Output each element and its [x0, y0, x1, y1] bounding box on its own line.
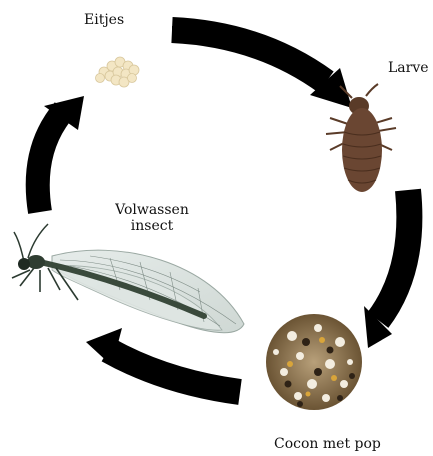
label-larva: Larve	[388, 60, 429, 76]
label-adult: Volwassen insect	[104, 202, 200, 234]
arrow-adult-to-eggs	[38, 96, 84, 212]
label-cocoon: Cocon met pop	[274, 436, 381, 452]
eggs-illustration	[96, 57, 140, 87]
label-eggs: Eitjes	[84, 12, 124, 28]
arrow-eggs-to-larva	[172, 26, 352, 108]
label-adult-line2: insect	[104, 218, 200, 234]
arrow-cocoon-to-adult	[86, 328, 240, 392]
label-adult-line1: Volwassen	[104, 202, 200, 218]
cocoon-illustration	[266, 314, 362, 410]
arrow-larva-to-cocoon	[364, 190, 409, 348]
adult-insect-illustration	[12, 224, 244, 333]
